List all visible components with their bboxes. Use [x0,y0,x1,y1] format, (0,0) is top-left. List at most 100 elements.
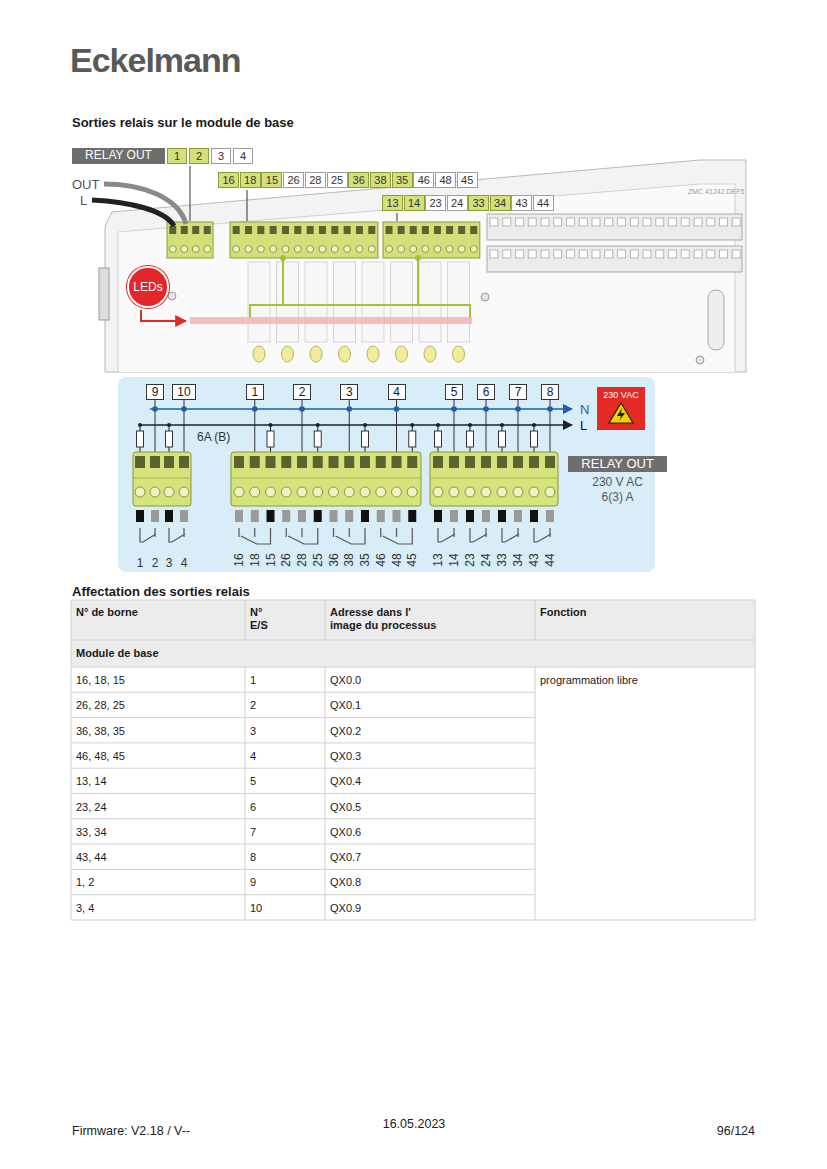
table-cell: 8 [250,851,256,864]
terminal-block [294,226,301,234]
module-housing [99,160,746,372]
terminal-block [245,246,252,253]
table-cell: 43, 44 [76,851,107,864]
terminal-block [167,222,480,258]
grey-terminal-block [554,218,562,226]
relay [310,346,322,362]
node-text: 230 V AC 6(3) A [587,475,649,505]
contact-indicator [314,510,322,522]
label-text: 46, 48, 45 [76,750,125,762]
table-cell: 26, 28, 25 [76,699,125,712]
relay [362,262,384,342]
fuse-symbol [436,423,440,427]
label-text: 18 [244,174,256,186]
switch-symbol [381,528,413,544]
warning-badge: 230 VAC [597,387,645,430]
label-text: 2 [250,699,256,711]
wire [394,406,400,412]
terminal-block [297,487,307,497]
terminal-block [250,487,260,497]
label-text: Adresse dans l' image du processus [330,606,436,631]
label-text: 26 [287,174,299,186]
terminal-label: 25 [311,553,325,566]
grey-terminal-block [669,250,677,258]
label-text: Firmware: V2.18 / V-- [72,1124,190,1138]
board-marking: ZMC 41242.DEF5 [688,188,744,196]
wire-label: L [80,193,87,209]
terminal-block [433,456,443,468]
terminal-block [294,246,301,253]
label-text: 16 [232,553,246,566]
output-number: 5 [445,384,463,400]
grey-terminal-block [694,250,702,258]
label-text: programmation libre [540,674,638,686]
label-text: N° E/S [250,606,268,631]
grey-terminal-block [567,218,575,226]
grey-terminal-block [630,218,638,226]
label-text: 46 [418,174,430,186]
wire [346,406,352,412]
terminal-number: 33 [468,195,489,211]
terminal-block [282,226,289,234]
terminal-block [449,487,459,497]
label-text: 16.05.2023 [383,1117,446,1131]
grey-terminal-block [592,218,600,226]
contact-indicator [530,510,538,522]
terminal-block [266,456,276,468]
contact-indicator [450,510,458,522]
contact-indicator [136,510,144,522]
fuse-symbol [409,431,416,447]
terminal-block [329,456,339,468]
terminal-label: 3 [166,556,173,570]
terminal-block [398,246,405,253]
table-grid [755,600,756,920]
table-cell: 4 [250,750,256,763]
relay [391,262,413,342]
table-cell: 16, 18, 15 [76,674,125,687]
led-row-highlight [190,317,472,324]
contact-indicator [298,510,306,522]
terminal-label: 15 [263,553,277,566]
terminal-number: 38 [370,172,391,188]
terminal-block [179,456,189,468]
table-header: N° E/S [250,606,282,632]
grey-terminal-block [503,218,511,226]
terminal-block [231,452,421,506]
terminal-block [383,222,480,258]
terminal-block [281,456,291,468]
terminal-label: 48 [389,553,403,566]
contact-indicator [393,510,401,522]
terminal-block [133,452,558,506]
relay [253,346,265,362]
terminal-label: 13 [431,553,445,566]
node-text: 1 [251,385,258,399]
terminal-block [497,456,507,468]
wire [140,400,572,456]
node-text: 3 [346,385,353,399]
grey-terminal-block [618,218,626,226]
relay [282,346,294,362]
grey-terminal-block [487,214,742,272]
terminal-number: 43 [511,195,532,211]
terminal-block [356,226,363,234]
terminal-block [433,487,443,497]
output-number: 4 [388,384,406,400]
label-text: ZMC 41242.DEF5 [688,188,744,195]
terminal-block [282,246,289,253]
led-row-highlight [141,310,472,324]
label-text: 13 [431,553,445,566]
label-text: QX0.2 [330,725,361,737]
table-grid [71,692,535,693]
relay [334,262,356,342]
terminal-block [281,487,291,497]
wire [181,406,187,412]
label-text: 44 [537,197,549,209]
terminal-block [257,246,264,253]
terminal-label: 2 [152,556,159,570]
terminal-block [465,456,475,468]
terminal-block [344,487,354,497]
node-text: 10 [177,385,190,399]
label-text: QX0.9 [330,902,361,914]
label-text: 15 [266,174,278,186]
contact-indicator [498,510,506,522]
